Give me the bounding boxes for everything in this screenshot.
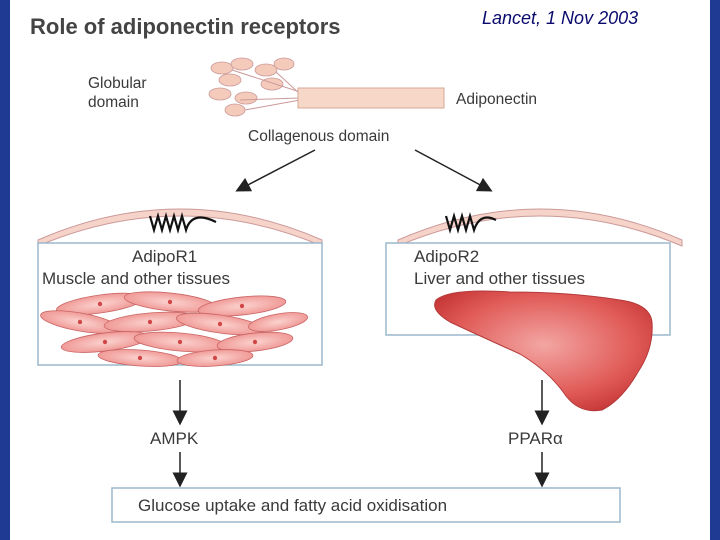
slide: Role of adiponectin receptors Globular d… xyxy=(10,0,710,540)
adipor1-tissue: Muscle and other tissues xyxy=(42,269,230,288)
adipor1-name: AdipoR1 xyxy=(132,247,197,266)
liver-icon xyxy=(434,290,653,412)
muscle-nuclei xyxy=(77,299,258,361)
adipor2-tissue: Liver and other tissues xyxy=(414,269,585,288)
adipor2-receptor-icon xyxy=(444,211,497,235)
globular-label-line1: Globular xyxy=(88,75,147,92)
adipor1-receptor-icon xyxy=(148,211,217,235)
globular-label-line2: domain xyxy=(88,94,139,111)
citation-caption: Lancet, 1 Nov 2003 xyxy=(482,8,639,28)
slide-title: Role of adiponectin receptors xyxy=(30,14,341,39)
adipor1-membrane xyxy=(37,208,323,247)
collagenous-domain-label: Collagenous domain xyxy=(248,128,389,145)
ampk-label: AMPK xyxy=(150,429,199,448)
adipor2-membrane xyxy=(397,208,683,247)
globular-domain-heads xyxy=(208,57,301,117)
arrow-to-adipor2 xyxy=(414,149,493,192)
outcome-box xyxy=(111,487,621,523)
adipor2-name: AdipoR2 xyxy=(414,247,479,266)
outcome-label: Glucose uptake and fatty acid oxidisatio… xyxy=(138,496,447,515)
arrow-to-adipor1 xyxy=(235,149,316,192)
adiponectin-diagram: Role of adiponectin receptors Globular d… xyxy=(30,14,683,523)
collagenous-domain-rod xyxy=(297,87,445,109)
ppara-label: PPARα xyxy=(508,429,563,448)
adiponectin-label: Adiponectin xyxy=(456,91,537,108)
